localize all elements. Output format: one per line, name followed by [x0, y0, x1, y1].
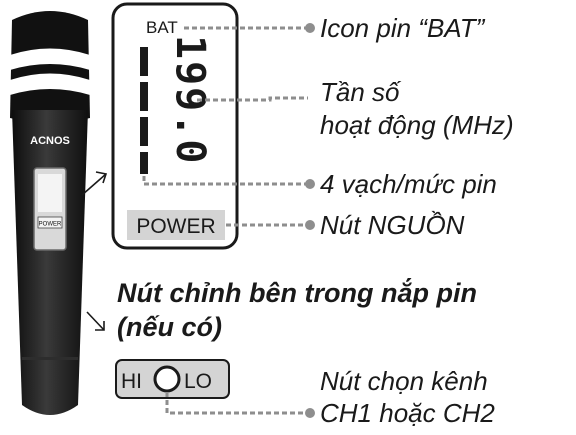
label-frequency-line2: hoạt động (MHz) [320, 110, 514, 140]
battery-bar-1 [140, 47, 148, 76]
label-battery-bars: 4 vạch/mức pin [320, 169, 497, 199]
mic-brand-text: ACNOS [30, 135, 70, 147]
mic-body [12, 110, 88, 415]
label-channel-line1: Nút chọn kênh [320, 366, 488, 396]
lcd-power-button[interactable] [127, 210, 225, 240]
battery-bar-3 [140, 117, 148, 146]
switch-knob[interactable] [153, 365, 181, 393]
mic-arrows [81, 171, 108, 331]
label-power-button: Nút NGUỒN [320, 210, 465, 240]
leader-frequency [197, 96, 308, 102]
leader-battery-bars [142, 176, 306, 186]
leader-dot [305, 220, 315, 230]
mic-grille-band [10, 73, 90, 95]
leader-dot [305, 23, 315, 33]
mic-head [10, 11, 90, 123]
label-bat-icon: Icon pin “BAT” [320, 13, 485, 43]
leader-lines [142, 26, 308, 415]
microphone: ACNOS POWER [10, 11, 90, 415]
lcd-bat-label: BAT [146, 18, 178, 37]
battery-bar-4 [140, 152, 148, 174]
label-inner-controls-line2: (nếu có) [117, 312, 222, 342]
mic-display-inner [38, 174, 62, 212]
lcd-power-button-label: POWER [136, 215, 215, 238]
battery-bars [140, 47, 148, 174]
battery-bar-2 [140, 82, 148, 111]
display-arrow [81, 173, 107, 196]
label-channel-line2: CH1 hoặc CH2 [320, 398, 495, 428]
label-inner-controls-line1: Nút chỉnh bên trong nắp pin [117, 278, 477, 308]
leader-dot [305, 408, 315, 418]
mic-power-button[interactable] [37, 216, 63, 229]
mic-end-band [22, 357, 78, 360]
mic-grille-band [10, 48, 90, 70]
switch-lo-label: LO [184, 370, 212, 393]
display-arrowhead [95, 171, 108, 184]
label-frequency-line1: Tần số [320, 77, 400, 107]
inner-arrowhead [95, 321, 105, 331]
switch-hi-label: HI [121, 370, 142, 393]
mic-power-label: POWER [39, 222, 62, 228]
inner-arrow [86, 311, 105, 331]
leader-dot [305, 179, 315, 189]
leader-dots [305, 23, 315, 418]
leader-channel [165, 392, 306, 415]
